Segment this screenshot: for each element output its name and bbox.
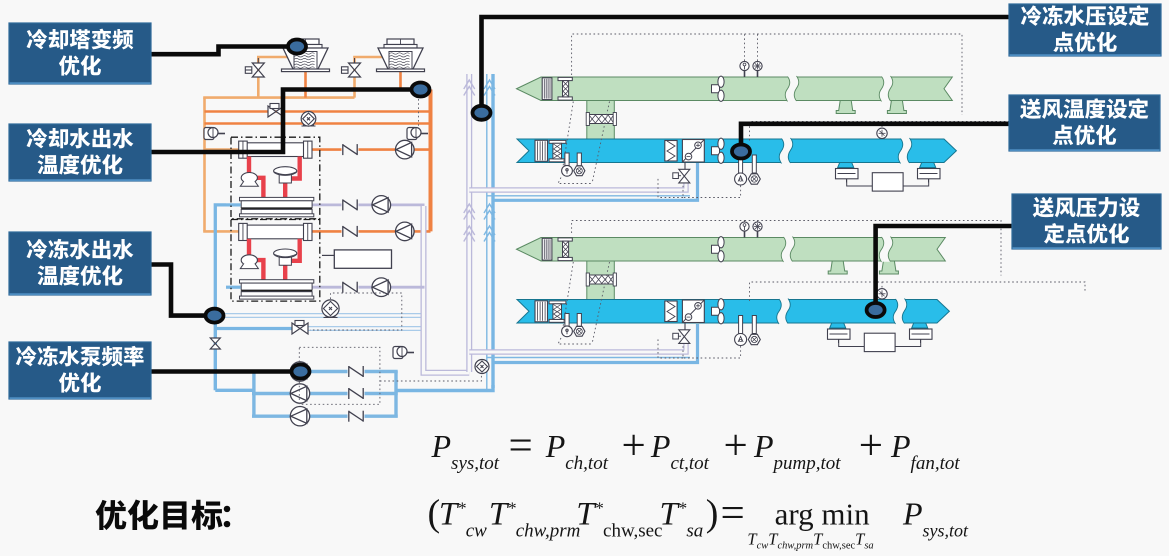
svg-text:+: + <box>859 423 883 470</box>
svg-text:arg min: arg min <box>775 497 870 532</box>
svg-text:=: = <box>721 490 745 537</box>
svg-text:): ) <box>706 493 719 535</box>
svg-text:(: ( <box>428 493 441 535</box>
svg-text:+: + <box>622 423 646 470</box>
svg-text:+: + <box>724 423 748 470</box>
svg-text:=: = <box>509 423 533 470</box>
